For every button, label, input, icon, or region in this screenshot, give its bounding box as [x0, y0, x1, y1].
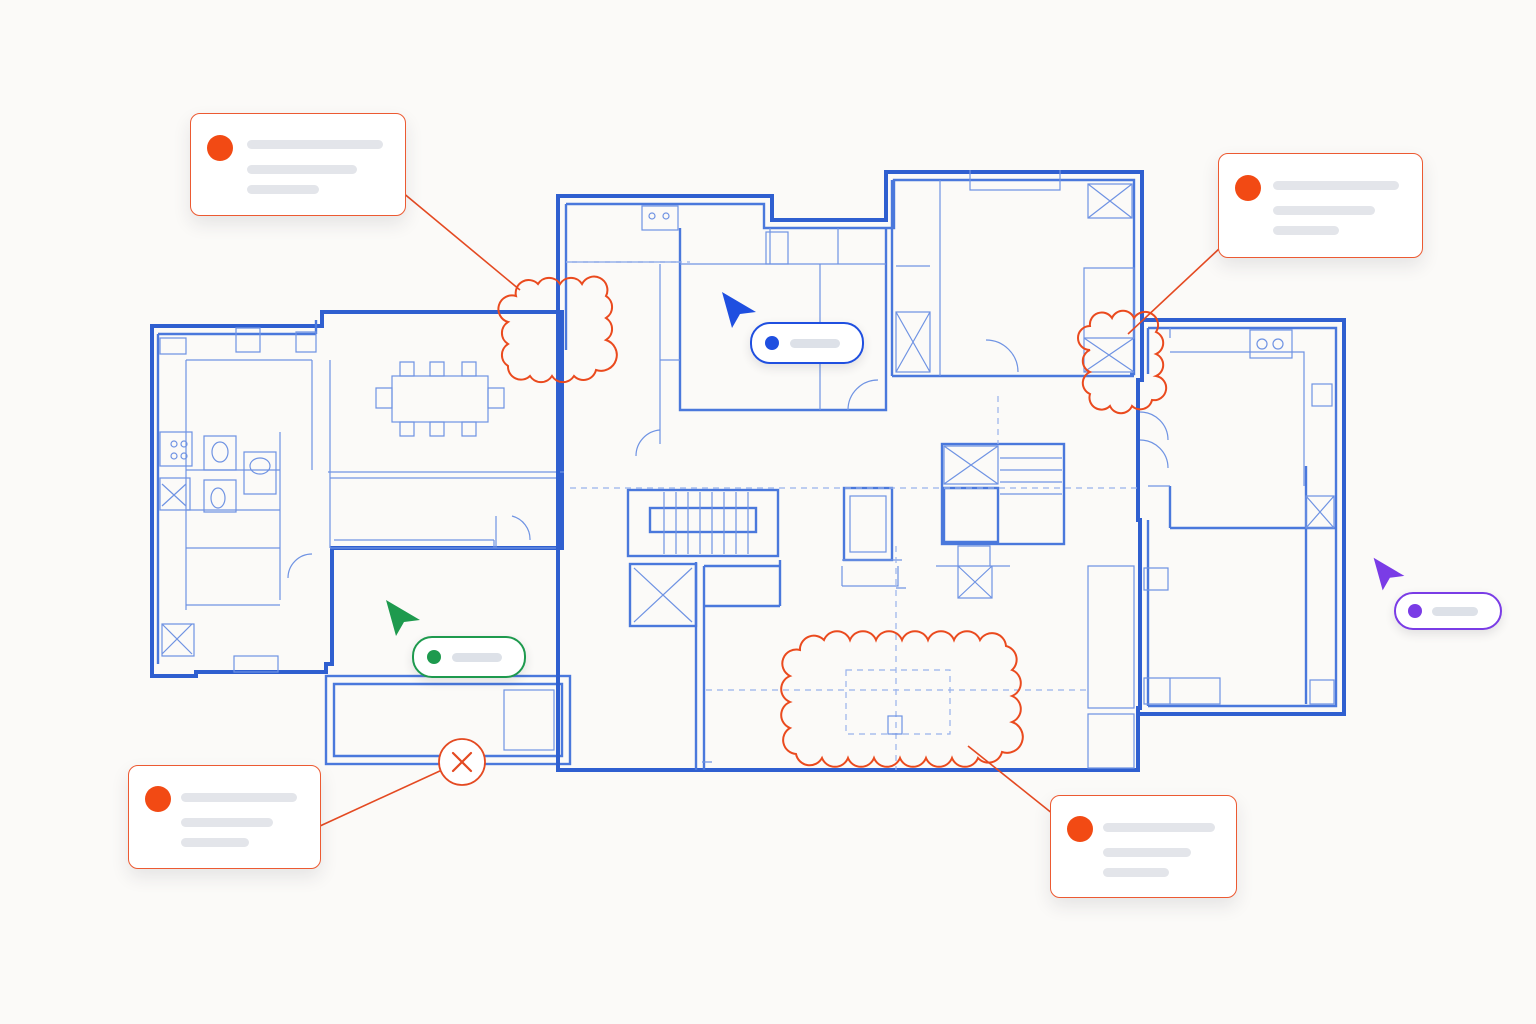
left-wing-walls [150, 310, 564, 678]
dining-table [391, 375, 489, 423]
text-line-placeholder [247, 165, 357, 174]
text-line-placeholder [181, 793, 297, 802]
collaborator-dot-icon [765, 336, 779, 350]
leader-bottom-right [967, 745, 1059, 819]
text-line-placeholder [181, 838, 249, 847]
text-line-placeholder [247, 185, 319, 194]
collaborator-tag-purple[interactable] [1394, 592, 1502, 630]
text-line-placeholder [1273, 181, 1399, 190]
floor-plan [150, 170, 1346, 772]
status-dot-icon [1235, 175, 1261, 201]
stair-core [626, 488, 780, 558]
annotation-card-top-right[interactable] [1218, 153, 1423, 258]
pointer-arrow-icon [1373, 557, 1405, 591]
revision-cloud-center [780, 630, 1024, 768]
lift-core [940, 442, 1066, 546]
annotation-card-bottom-right[interactable] [1050, 795, 1237, 898]
status-dot-icon [207, 135, 233, 161]
leader-top-right [1127, 247, 1221, 335]
pointer-arrow-icon [386, 600, 420, 636]
collaborator-dot-icon [1408, 604, 1422, 618]
close-icon[interactable] [436, 736, 488, 788]
leader-bottom-left [319, 769, 443, 827]
revision-cloud-right [1077, 309, 1168, 415]
collaborator-dot-icon [427, 650, 441, 664]
text-line-placeholder [1103, 848, 1191, 857]
right-wing-walls [1138, 318, 1346, 716]
annotation-card-bottom-left[interactable] [128, 765, 321, 869]
name-placeholder [790, 339, 840, 348]
status-dot-icon [1067, 816, 1093, 842]
text-line-placeholder [1273, 206, 1375, 215]
pointer-arrow-icon [722, 292, 756, 328]
central-block-walls [556, 170, 1144, 772]
leader-top-left [401, 191, 521, 291]
text-line-placeholder [1273, 226, 1339, 235]
revision-clouds [497, 275, 1168, 768]
name-placeholder [452, 653, 502, 662]
revision-cloud-top-left [497, 275, 618, 383]
status-dot-icon [145, 786, 171, 812]
annotation-card-top-left[interactable] [190, 113, 406, 216]
name-placeholder [1432, 607, 1478, 616]
text-line-placeholder [1103, 823, 1215, 832]
collaborator-tag-blue[interactable] [750, 322, 864, 364]
text-line-placeholder [181, 818, 273, 827]
leader-lines [319, 191, 1221, 827]
text-line-placeholder [1103, 868, 1169, 877]
text-line-placeholder [247, 140, 383, 149]
collaborator-tag-green[interactable] [412, 636, 526, 678]
